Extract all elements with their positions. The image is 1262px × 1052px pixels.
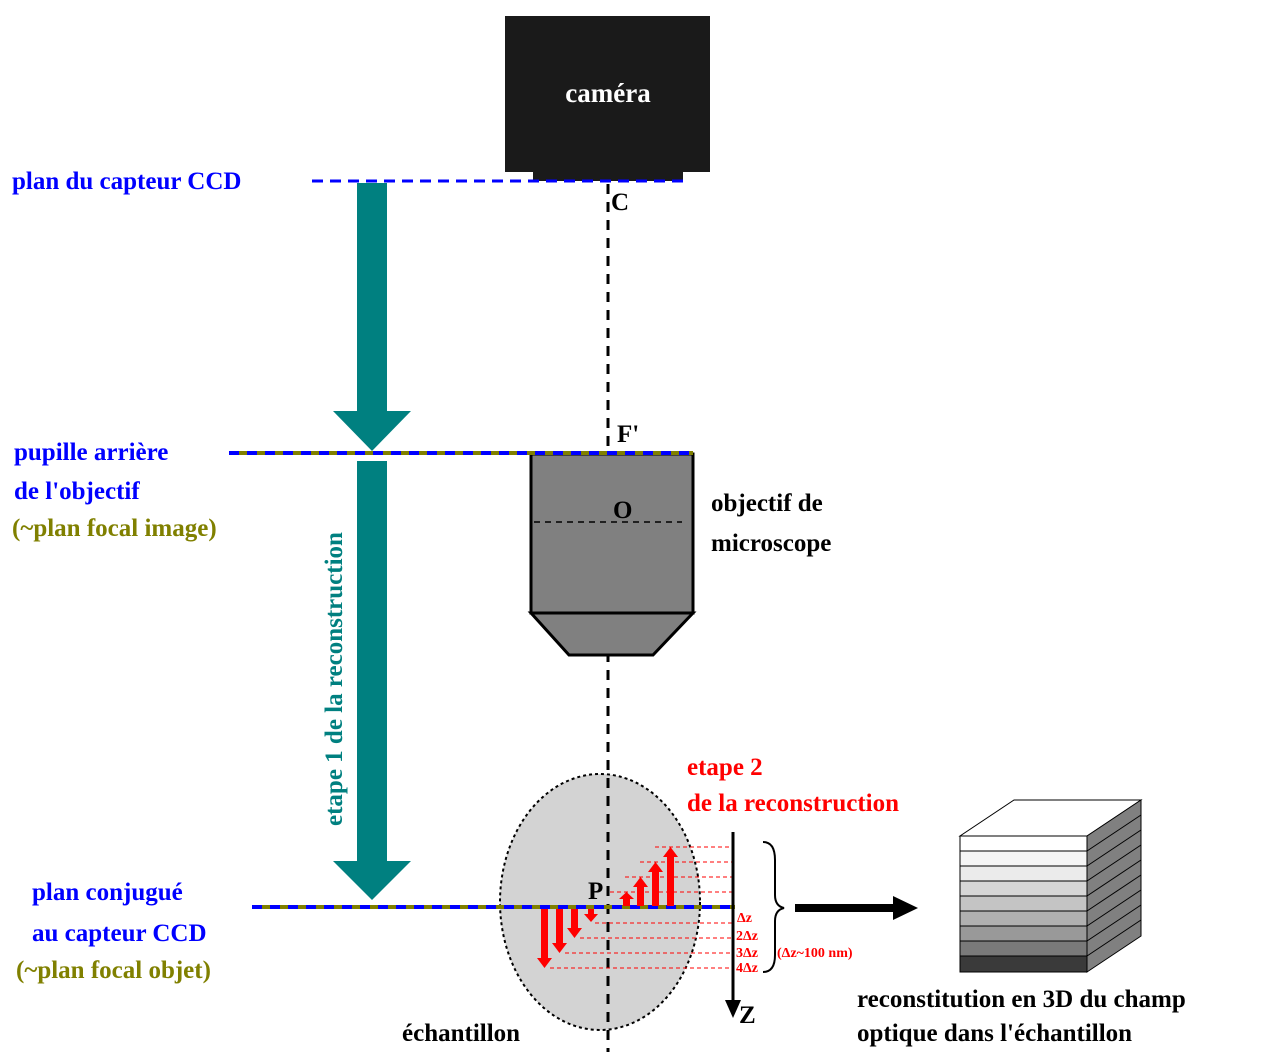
camera-body xyxy=(505,16,710,172)
red-arrow-up-3 xyxy=(648,862,663,906)
stack-side-line-2 xyxy=(1086,829,1142,867)
step2-label-line2: de la reconstruction xyxy=(687,790,899,817)
red-arrow-up-2 xyxy=(633,877,648,906)
step1-label: etape 1 de la reconstruction xyxy=(321,532,348,826)
recon-label-line1: reconstitution en 3D du champ xyxy=(857,986,1186,1013)
stack-side-line-3 xyxy=(1086,844,1142,882)
red-arrows-up xyxy=(619,847,678,906)
recon-3d-stack xyxy=(958,799,1143,973)
step1-arrow-lower-head xyxy=(333,861,411,900)
step1-arrow-upper-shaft xyxy=(357,183,387,413)
stack-side-line-4 xyxy=(1086,859,1142,897)
point-c-label: C xyxy=(611,189,629,216)
stack-side-line-8 xyxy=(1086,919,1142,957)
red-arrow-up-1 xyxy=(619,892,634,906)
objective-tip xyxy=(527,611,697,657)
point-o-label: O xyxy=(613,497,632,524)
red-arrow-up-4 xyxy=(663,847,678,906)
step1-arrow-upper-head xyxy=(333,411,411,451)
conjugate-label-line2: au capteur CCD xyxy=(32,920,207,947)
stack-layer-4 xyxy=(959,880,1088,897)
stack-layer-9 xyxy=(959,955,1088,973)
stack-side-line-1 xyxy=(1086,814,1142,852)
point-f-label: F' xyxy=(617,421,639,448)
sample-label: échantillon xyxy=(402,1020,520,1047)
dz3-label: 3Δz xyxy=(736,946,758,961)
dz-value-label: (Δz~100 nm) xyxy=(777,946,853,961)
stack-layer-8 xyxy=(959,940,1088,957)
step1-arrow-lower-shaft xyxy=(357,461,387,863)
stack-side-line-6 xyxy=(1086,889,1142,927)
conjugate-label-line1: plan conjugué xyxy=(32,879,183,906)
objective-body xyxy=(529,452,695,615)
stack-layer-2 xyxy=(959,850,1088,867)
stack-side-line-7 xyxy=(1086,904,1142,942)
conjugate-focal-label: (~plan focal objet) xyxy=(16,957,211,984)
red-arrow-down-1 xyxy=(584,909,598,922)
pupil-label-line2: de l'objectif xyxy=(14,478,140,505)
ccd-plane-label: plan du capteur CCD xyxy=(12,168,241,195)
red-arrow-down-4 xyxy=(537,909,552,968)
ccd-sensor xyxy=(533,172,683,181)
stack-layer-7 xyxy=(959,925,1088,942)
pupil-label-line1: pupille arrière xyxy=(14,439,168,466)
depth-lines xyxy=(550,846,732,969)
recon-arrow-shaft xyxy=(795,904,895,912)
curly-brace xyxy=(762,841,785,973)
red-arrow-down-3 xyxy=(552,909,567,953)
red-arrow-down-2 xyxy=(567,909,582,938)
pupil-focal-label: (~plan focal image) xyxy=(12,515,217,542)
sample-ellipse xyxy=(499,773,701,1031)
stack-layer-3 xyxy=(959,865,1088,882)
stack-side-line-5 xyxy=(1086,874,1142,912)
recon-arrow-head xyxy=(893,896,918,920)
stack-layer-5 xyxy=(959,895,1088,912)
red-arrows-down xyxy=(537,909,598,968)
z-axis-arrowhead xyxy=(725,1000,741,1018)
camera-label: caméra xyxy=(565,78,651,108)
point-p-label: P xyxy=(588,878,603,905)
dz2-label: 2Δz xyxy=(736,929,758,944)
step2-label-line1: etape 2 xyxy=(687,754,763,781)
stack-layer-6 xyxy=(959,910,1088,927)
z-axis-label: Z xyxy=(739,1002,756,1029)
objective-label-line1: objectif de xyxy=(711,490,823,517)
dz1-label: Δz xyxy=(737,911,752,926)
recon-label-line2: optique dans l'échantillon xyxy=(857,1020,1132,1047)
stack-layer-1 xyxy=(959,835,1088,852)
dz4-label: 4Δz xyxy=(736,961,758,976)
objective-label-line2: microscope xyxy=(711,530,831,557)
